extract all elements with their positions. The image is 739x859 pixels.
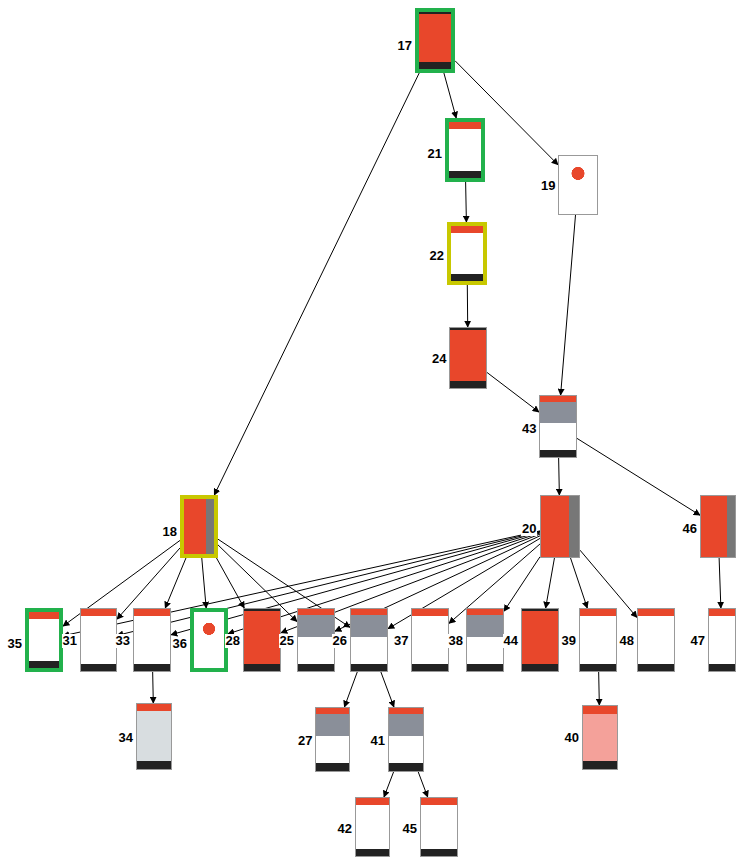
screen-thumbnail: 33: [133, 608, 171, 672]
screen-number: 17: [397, 39, 413, 53]
screen-thumbnail: 28: [243, 608, 281, 672]
screen-number: 35: [7, 637, 23, 651]
screen-thumbnail: 40: [582, 705, 618, 770]
navigation-arrow: [216, 558, 244, 608]
screen-thumbnail: 24: [449, 327, 487, 389]
screen-number: 46: [682, 522, 698, 536]
screen-thumbnail: 22: [447, 222, 487, 285]
navigation-arrow: [558, 458, 560, 495]
screen-thumbnail: 26: [350, 608, 388, 672]
navigation-arrow: [384, 772, 394, 797]
screen-thumbnail: 39: [579, 608, 617, 672]
navigation-arrow: [577, 438, 700, 515]
screen-thumbnail: 42: [355, 797, 390, 857]
screen-number: 40: [564, 731, 580, 745]
navigation-arrow: [381, 672, 394, 707]
navigation-arrow: [202, 558, 206, 608]
screen-number: 19: [540, 179, 556, 193]
navigation-arrow: [504, 557, 540, 611]
navigation-arrow: [561, 215, 576, 395]
screen-number: 31: [62, 634, 78, 648]
screen-number: 37: [393, 634, 409, 648]
screen-number: 47: [690, 634, 706, 648]
screen-thumbnail: 47: [708, 608, 736, 672]
screen-number: 45: [402, 822, 418, 836]
navigation-arrow: [465, 182, 467, 222]
screen-thumbnail: 38: [466, 608, 504, 672]
navigation-arrow: [487, 372, 539, 412]
screen-thumbnail: 34: [136, 703, 172, 770]
screen-thumbnail: 17: [415, 8, 455, 73]
screen-number: 26: [332, 634, 348, 648]
screen-number: 39: [561, 634, 577, 648]
screen-thumbnail: 18: [180, 495, 218, 558]
screen-number: 27: [297, 734, 313, 748]
navigation-arrow: [719, 558, 721, 608]
screen-thumbnail: 43: [539, 395, 577, 458]
screen-number: 36: [172, 637, 188, 651]
screen-number: 28: [225, 634, 241, 648]
navigation-arrow: [344, 672, 357, 707]
screen-number: 38: [448, 634, 464, 648]
screen-number: 41: [370, 734, 386, 748]
screen-thumbnail: 36: [190, 608, 228, 672]
screen-thumbnail: 35: [25, 608, 63, 672]
navigation-arrow: [598, 672, 600, 705]
screen-number: 20: [521, 522, 537, 536]
navigation-arrow: [546, 558, 555, 608]
navigation-arrow: [418, 772, 427, 797]
navigation-arrow: [152, 672, 154, 703]
screen-number: 44: [503, 634, 519, 648]
navigation-arrow: [165, 558, 186, 608]
screen-thumbnail: 48: [637, 608, 675, 672]
screen-thumbnail: 19: [558, 155, 598, 215]
screen-number: 18: [162, 525, 178, 539]
screen-number: 42: [337, 822, 353, 836]
screen-thumbnail: 27: [315, 707, 350, 772]
navigation-arrow: [467, 285, 468, 327]
screen-number: 43: [521, 422, 537, 436]
screen-thumbnail: 41: [388, 707, 424, 772]
screen-thumbnail: 45: [420, 797, 458, 857]
screen-number: 33: [115, 634, 131, 648]
screen-number: 34: [118, 731, 134, 745]
screen-thumbnail: 44: [521, 608, 559, 672]
screen-thumbnail: 37: [411, 608, 449, 672]
navigation-arrow: [571, 558, 588, 608]
screen-number: 48: [619, 634, 635, 648]
screen-thumbnail: 46: [700, 495, 736, 558]
screen-thumbnail: 20: [540, 495, 580, 558]
navigation-arrow: [214, 73, 419, 495]
screen-thumbnail: 25: [297, 608, 335, 672]
screen-number: 22: [429, 249, 445, 263]
screen-thumbnail: 31: [80, 608, 117, 672]
screen-number: 24: [431, 352, 447, 366]
screen-number: 25: [279, 634, 295, 648]
screen-number: 21: [427, 147, 443, 161]
navigation-arrow: [444, 73, 456, 118]
screen-thumbnail: 21: [445, 118, 485, 182]
